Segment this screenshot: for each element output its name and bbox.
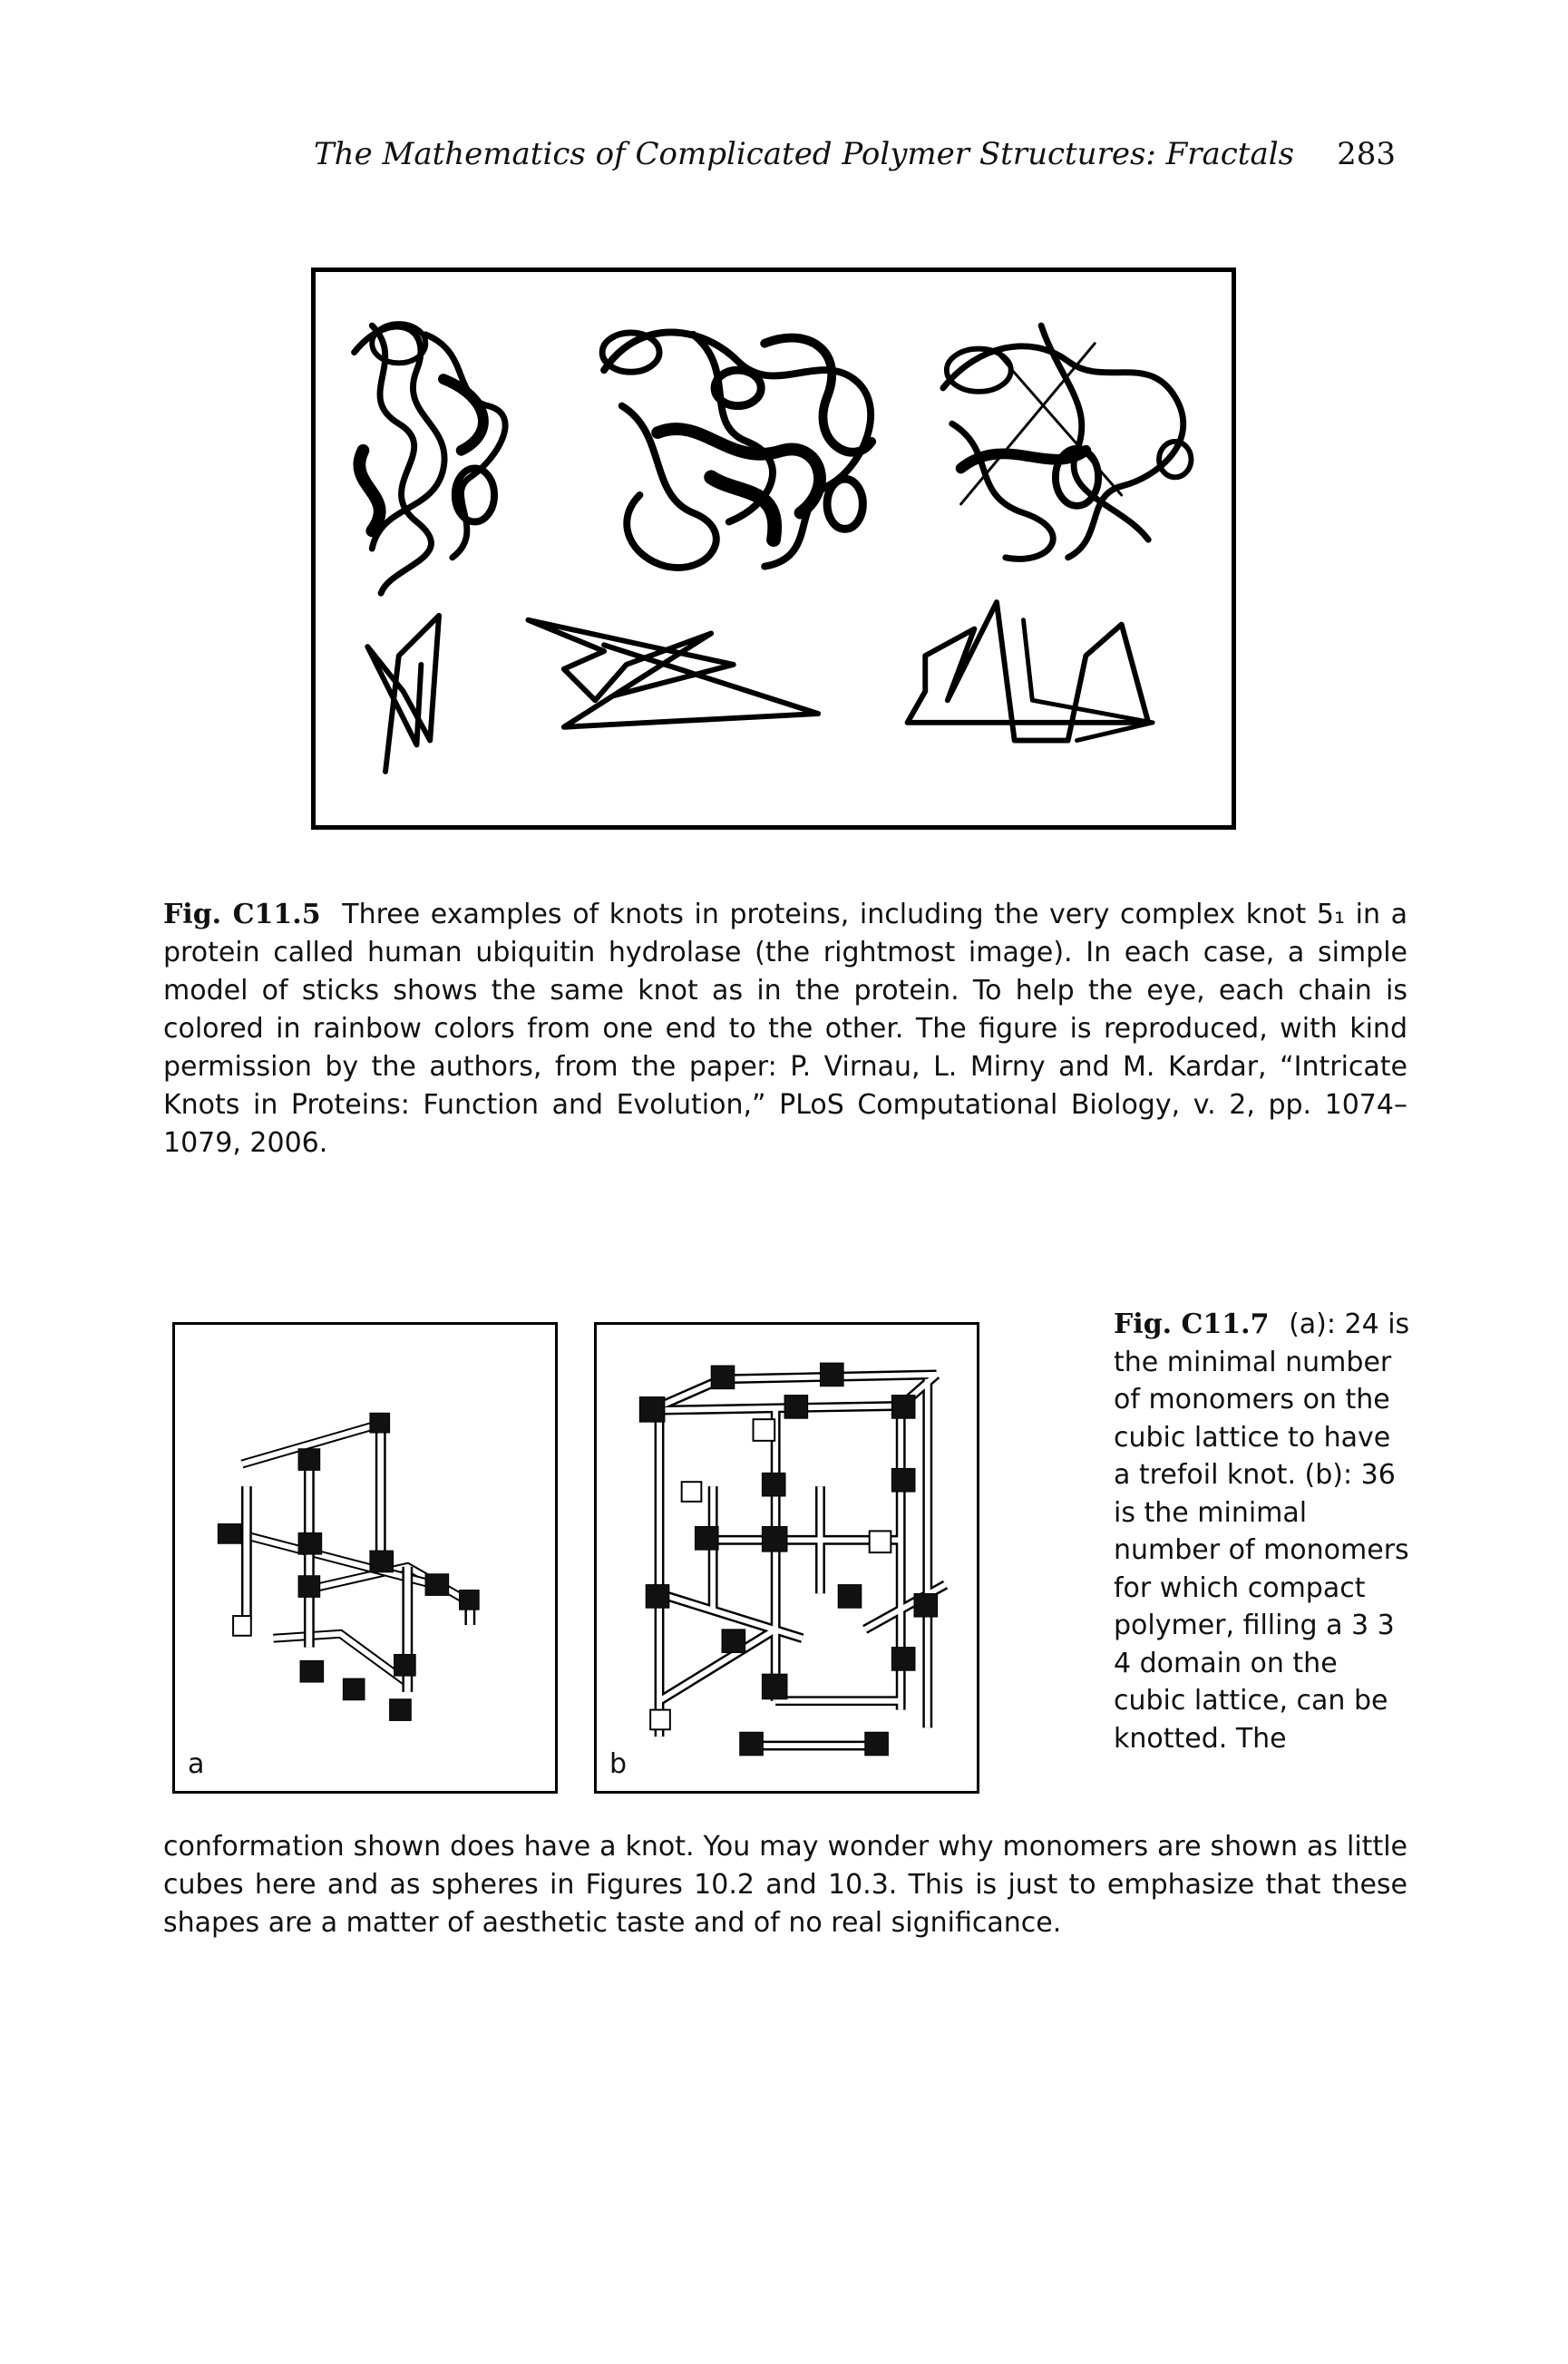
running-head: The Mathematics of Complicated Polymer S… [314,136,1295,172]
stick-knot-2 [525,617,822,730]
figure-c11-5-caption: Fig. C11.5 Three examples of knots in pr… [163,896,1407,1163]
stick-knot-3 [904,599,1155,744]
figure-c11-7-caption-text: (a): 24 is the minimal number of monomer… [1114,1308,1410,1755]
figure-c11-7-caption-continued: conformation shown does have a knot. You… [163,1831,1407,1939]
protein-knots-illustration [351,321,1194,774]
stick-knot-1 [365,612,442,774]
figure-c11-7-label: Fig. C11.7 [1114,1308,1270,1340]
lattice-panel-a: a [172,1322,558,1794]
figure-protein-knots [311,268,1236,830]
protein-ribbon-2 [599,328,877,571]
page-number: 283 [1337,136,1396,172]
figure-c11-5-caption-text: Three examples of knots in proteins, inc… [163,899,1407,1159]
figure-c11-7-caption: Fig. C11.7 (a): 24 is the minimal number… [1114,1306,1413,1757]
protein-ribbon-1 [351,321,509,597]
panel-label-a: a [188,1748,205,1780]
lattice-compact-knot-36-illustration [638,1362,949,1756]
lattice-knot-24-illustration [217,1412,480,1721]
lattice-panel-b: b [594,1322,979,1794]
figure-c11-5-label: Fig. C11.5 [163,899,321,930]
panel-label-b: b [609,1748,628,1780]
protein-ribbon-3 [940,322,1194,562]
